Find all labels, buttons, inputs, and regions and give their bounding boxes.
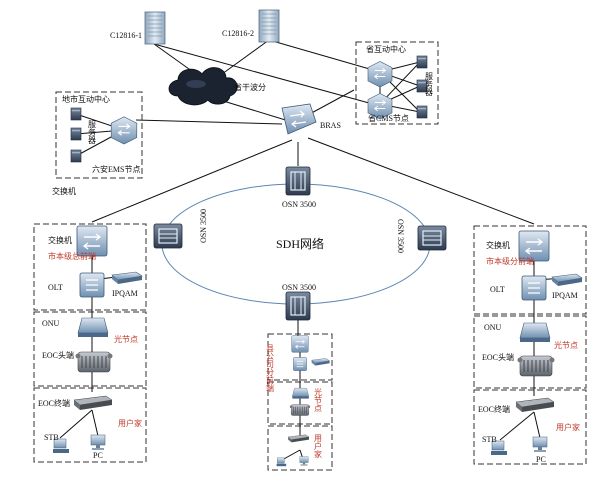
right-user-home-label: 用户家 [556, 422, 580, 432]
left-frontend-label: 市本级总前端 [48, 251, 96, 261]
right-node-box [473, 315, 587, 389]
left-olt-icon [79, 272, 105, 298]
city-center-box [55, 91, 143, 179]
middle-onu-icon [292, 387, 310, 399]
left-frontend-box [33, 223, 147, 311]
middle-switch-icon [291, 335, 309, 353]
router-c12816-2 [258, 9, 280, 43]
osn-right-icon [417, 225, 447, 251]
osn-left-icon [153, 223, 183, 249]
right-site-lines [499, 244, 567, 441]
right-olt-icon [521, 275, 547, 301]
city-server-1-icon [70, 107, 82, 121]
city-server-3-icon [70, 149, 82, 163]
core-links [91, 39, 535, 225]
right-frontend-box [473, 225, 587, 315]
cloud-label: 省干波分 [234, 82, 266, 92]
osn-bottom-icon [285, 291, 311, 321]
province-server-1-icon [416, 55, 428, 69]
middle-eoc-terminal-icon [287, 434, 310, 443]
right-ipqam-icon [551, 273, 583, 287]
left-eoc-terminal-label: EOC终端 [38, 398, 70, 408]
middle-eoc-head-icon [289, 404, 311, 416]
right-pc-icon [532, 436, 548, 453]
osn-right-label: OSN 3500 [396, 219, 405, 253]
sdh-ring-title: SDH网络 [276, 236, 324, 251]
left-onu-icon [77, 317, 109, 338]
bras-label: BRAS [320, 121, 341, 130]
osn-left-label: OSN 3500 [199, 209, 208, 243]
left-optical-node-label: 光节点 [114, 334, 138, 344]
middle-ipqam-icon [311, 358, 330, 366]
middle-pc-icon [299, 456, 309, 466]
province-center-box [355, 41, 439, 125]
right-optical-node-label: 光节点 [554, 340, 578, 350]
left-switch-label: 交换机 [48, 235, 72, 245]
right-eoc-head-icon [517, 355, 555, 377]
middle-frontend-label: 县公司分前端 [266, 344, 275, 393]
left-eoc-terminal-icon [73, 395, 113, 411]
city-server-2-icon [70, 127, 82, 141]
right-eoc-head-label: EOC头端 [482, 352, 514, 362]
city-switch-icon [110, 116, 138, 145]
province-cms-label: 省CMS节点 [368, 113, 409, 123]
left-onu-label: ONU [42, 319, 60, 328]
middle-optical-node-label: 光节点 [314, 387, 323, 413]
province-server-3-icon [416, 105, 428, 119]
left-ipqam-icon [111, 271, 143, 285]
osn-top-icon [285, 166, 311, 196]
city-ems-label: 六安EMS节点 [92, 164, 140, 174]
right-eoc-terminal-label: EOC终端 [478, 404, 510, 414]
left-pc-label: PC [93, 451, 103, 460]
right-pc-label: PC [536, 455, 546, 464]
city-server-label: 服务器 [88, 120, 97, 145]
left-node-box [33, 311, 147, 387]
left-home-box [33, 387, 147, 463]
right-home-box [473, 389, 587, 465]
left-eoc-head-label: EOC头端 [42, 350, 74, 360]
right-switch-label: 交换机 [486, 240, 510, 250]
middle-stb-icon [276, 457, 287, 467]
router-right-label: C12816-2 [222, 29, 254, 38]
left-stb-label: STB [44, 433, 59, 442]
right-onu-label: ONU [484, 323, 502, 332]
province-center-title: 省互动中心 [366, 44, 406, 54]
left-user-home-label: 用户家 [118, 418, 142, 428]
right-onu-icon [519, 322, 551, 343]
backbone-cloud-icon [168, 67, 238, 106]
province-switch-top-icon [367, 60, 393, 88]
right-olt-label: OLT [490, 285, 505, 294]
osn-bottom-label: OSN 3500 [282, 283, 316, 292]
city-center-title: 地市互动中心 [62, 94, 110, 104]
middle-frontend-box [267, 333, 333, 381]
switch-caption: 交换机 [52, 186, 76, 196]
router-c12816-1 [144, 11, 166, 45]
middle-user-home-label: 用户家 [314, 434, 323, 458]
right-ipqam-label: IPQAM [552, 291, 578, 300]
left-olt-label: OLT [48, 283, 63, 292]
left-pc-icon [90, 434, 106, 451]
left-ipqam-label: IPQAM [112, 289, 138, 298]
bras-router-icon [281, 103, 317, 135]
middle-olt-icon [293, 357, 307, 371]
province-server-label: 服务器 [425, 72, 434, 97]
osn-top-label: OSN 3500 [282, 200, 316, 209]
right-stb-label: STB [482, 435, 497, 444]
right-eoc-terminal-icon [515, 397, 555, 413]
left-eoc-head-icon [75, 351, 113, 373]
right-frontend-label: 市本级分前端 [486, 256, 534, 266]
router-left-label: C12816-1 [110, 31, 142, 40]
